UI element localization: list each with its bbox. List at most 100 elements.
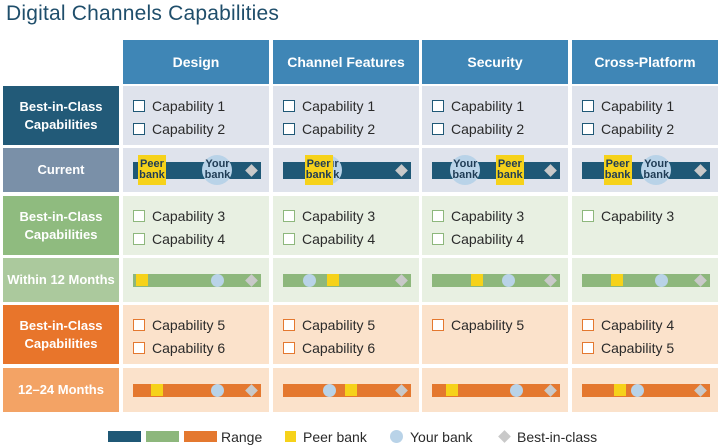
peer-bank-icon: [446, 384, 459, 396]
checkbox-icon[interactable]: [133, 318, 145, 331]
timeline-cell-2-4: Your bank Peer bank: [572, 148, 718, 192]
checkbox-icon[interactable]: [432, 122, 444, 135]
capability-item[interactable]: Capability 4: [432, 227, 524, 250]
peer-bank-label: Peer bank: [305, 158, 332, 181]
capability-label: Capability 5: [451, 316, 525, 333]
row-label-6: 12–24 Months: [3, 368, 119, 412]
capability-label: Capability 4: [302, 230, 376, 247]
checkbox-icon[interactable]: [133, 209, 145, 222]
capability-item[interactable]: Capability 3: [133, 204, 225, 227]
capability-label: Capability 6: [302, 339, 376, 356]
range-bar: [283, 274, 411, 287]
row-label-1: Best-in-Class Capabilities: [3, 86, 119, 145]
legend-peer-label: Peer bank: [303, 429, 367, 445]
capability-item[interactable]: Capability 2: [432, 117, 524, 140]
timeline-cell-4-2: [273, 258, 419, 302]
capability-item[interactable]: Capability 2: [582, 117, 674, 140]
capability-item[interactable]: Capability 4: [582, 313, 674, 336]
checkbox-icon[interactable]: [133, 232, 145, 245]
your-bank-label: Your bank: [643, 158, 670, 181]
capability-item[interactable]: Capability 1: [432, 94, 524, 117]
capability-item[interactable]: Capability 5: [133, 313, 225, 336]
capability-item[interactable]: Capability 3: [283, 204, 375, 227]
capability-item[interactable]: Capability 4: [283, 227, 375, 250]
column-header-security: Security: [422, 40, 568, 84]
checkbox-icon[interactable]: [432, 318, 444, 331]
capability-item[interactable]: Capability 6: [133, 336, 225, 359]
capability-list: Capability 1 Capability 2: [133, 94, 225, 140]
checkbox-icon[interactable]: [283, 209, 295, 222]
row-label-3: Best-in-Class Capabilities: [3, 196, 119, 255]
capability-label: Capability 2: [601, 120, 675, 137]
capability-label: Capability 1: [601, 97, 675, 114]
your-bank-icon: [303, 273, 317, 287]
timeline-cell-2-3: Your bank Peer bank: [422, 148, 568, 192]
checkbox-icon[interactable]: [283, 341, 295, 354]
legend-your-bank-icon: [390, 430, 403, 443]
checkbox-icon[interactable]: [133, 122, 145, 135]
peer-bank-label: Peer bank: [604, 158, 631, 181]
checkbox-icon[interactable]: [283, 318, 295, 331]
checkbox-icon[interactable]: [582, 341, 594, 354]
range-bar: [133, 384, 261, 397]
checkbox-icon[interactable]: [432, 209, 444, 222]
checkbox-icon[interactable]: [283, 232, 295, 245]
capability-item[interactable]: Capability 1: [283, 94, 375, 117]
capability-item[interactable]: Capability 4: [133, 227, 225, 250]
checkbox-icon[interactable]: [133, 99, 145, 112]
your-bank-icon: [450, 155, 481, 185]
capability-item[interactable]: Capability 5: [432, 313, 524, 336]
capability-list: Capability 5: [432, 313, 524, 336]
legend-best-in-class-icon: [498, 430, 511, 443]
capability-item[interactable]: Capability 2: [133, 117, 225, 140]
range-bar: [432, 384, 560, 397]
capability-item[interactable]: Capability 3: [432, 204, 524, 227]
checkbox-icon[interactable]: [582, 99, 594, 112]
legend-swatch-dark: [108, 431, 141, 442]
capability-item[interactable]: Capability 6: [283, 336, 375, 359]
peer-bank-icon: [304, 155, 333, 185]
capability-item[interactable]: Capability 2: [283, 117, 375, 140]
capability-cell-5-2: Capability 5 Capability 6: [273, 305, 419, 364]
capability-item[interactable]: Capability 1: [582, 94, 674, 117]
capability-item[interactable]: Capability 5: [283, 313, 375, 336]
capability-cell-3-4: Capability 3: [572, 196, 718, 255]
your-bank-label: Your bank: [452, 158, 479, 181]
peer-bank-icon: [344, 384, 357, 396]
column-header-channel-features: Channel Features: [273, 40, 419, 84]
checkbox-icon[interactable]: [582, 318, 594, 331]
legend-your-label: Your bank: [410, 429, 473, 445]
capability-label: Capability 2: [152, 120, 226, 137]
capability-cell-5-3: Capability 5: [422, 305, 568, 364]
peer-bank-icon: [326, 274, 339, 286]
checkbox-icon[interactable]: [283, 122, 295, 135]
capability-label: Capability 1: [302, 97, 376, 114]
capability-label: Capability 5: [302, 316, 376, 333]
peer-bank-label: Peer bank: [496, 158, 523, 181]
timeline-cell-6-3: [422, 368, 568, 412]
capability-label: Capability 2: [302, 120, 376, 137]
checkbox-icon[interactable]: [432, 99, 444, 112]
column-header-cross-platform: Cross-Platform: [572, 40, 718, 84]
checkbox-icon[interactable]: [582, 122, 594, 135]
checkbox-icon[interactable]: [133, 341, 145, 354]
capability-item[interactable]: Capability 3: [582, 204, 674, 227]
capability-item[interactable]: Capability 1: [133, 94, 225, 117]
your-bank-icon: [641, 155, 672, 185]
legend-range-label: Range: [221, 429, 263, 445]
checkbox-icon[interactable]: [432, 232, 444, 245]
checkbox-icon[interactable]: [283, 99, 295, 112]
your-bank-icon: [502, 273, 516, 287]
checkbox-icon[interactable]: [582, 209, 594, 222]
peer-bank-icon: [151, 384, 164, 396]
your-bank-icon: [630, 383, 644, 397]
peer-bank-icon: [470, 274, 483, 286]
peer-bank-icon: [614, 384, 627, 396]
capability-item[interactable]: Capability 5: [582, 336, 674, 359]
